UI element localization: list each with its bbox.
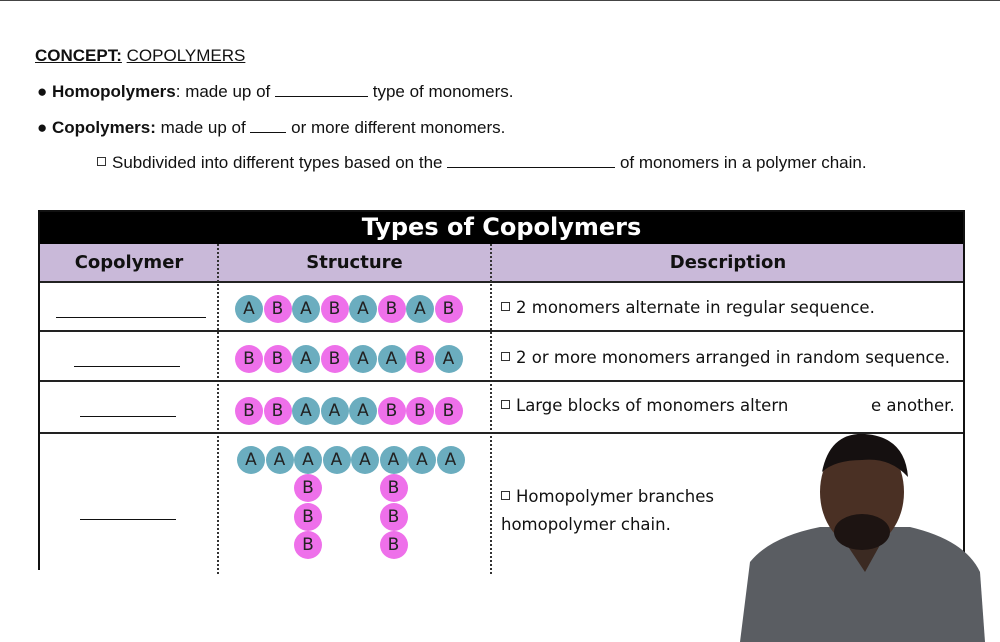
monomer-b: B <box>377 397 406 425</box>
column-divider <box>217 244 219 574</box>
concept-label: CONCEPT: <box>35 46 122 65</box>
monomer-b: B <box>320 295 349 323</box>
term: Copolymers: <box>52 118 156 137</box>
table-title: Types of Copolymers <box>40 212 963 244</box>
monomer-b: B <box>377 295 406 323</box>
square-bullet-icon <box>501 302 510 311</box>
presenter-video <box>740 433 985 642</box>
monomer-b: B <box>406 345 434 373</box>
row-divider <box>40 380 963 382</box>
fill-blank <box>250 118 287 133</box>
monomer-b: B <box>235 345 263 373</box>
monomer-a: A <box>349 345 377 373</box>
concept-heading: CONCEPT: COPOLYMERS <box>35 46 245 66</box>
monomer-a: A <box>265 446 294 474</box>
monomer-a: A <box>349 295 377 323</box>
monomer-a: A <box>351 446 379 474</box>
text: of monomers in a polymer chain. <box>619 153 867 172</box>
row-divider <box>40 330 963 332</box>
square-bullet-icon <box>97 157 106 166</box>
description-text: homopolymer chain. <box>501 515 671 534</box>
monomer-a: A <box>349 397 377 425</box>
answer-blank <box>80 402 176 417</box>
monomer-b: B <box>434 397 463 425</box>
column-divider <box>490 244 492 574</box>
description-block: Large blocks of monomers altern <box>501 396 788 415</box>
header-copolymer: Copolymer <box>74 252 184 273</box>
row-divider <box>40 432 963 434</box>
square-bullet-icon <box>501 400 510 409</box>
description-text: 2 or more monomers arranged in random se… <box>516 348 951 367</box>
bullet-homopolymers: ● Homopolymers: made up of type of monom… <box>37 82 514 101</box>
monomer-b: B <box>294 531 322 559</box>
square-bullet-icon <box>501 352 510 361</box>
monomer-b: B <box>406 397 434 425</box>
monomer-b: B <box>294 502 322 531</box>
monomer-b: B <box>235 397 263 425</box>
text: or more different monomers. <box>291 118 506 137</box>
monomer-b: B <box>320 345 349 373</box>
answer-blank <box>56 303 206 318</box>
description-text: Homopolymer branches <box>516 487 714 506</box>
monomer-b: B <box>263 295 292 323</box>
monomer-b: B <box>379 531 408 559</box>
monomer-b: B <box>263 345 292 373</box>
monomer-a: A <box>436 446 465 474</box>
sub-bullet: Subdivided into different types based on… <box>97 153 867 173</box>
text: made up of <box>155 118 246 137</box>
concept-topic: COPOLYMERS <box>126 46 246 65</box>
description-text: 2 monomers alternate in regular sequence… <box>516 298 875 317</box>
monomer-a: A <box>434 345 463 373</box>
fill-blank <box>447 153 616 168</box>
term: Homopolymers <box>52 82 176 101</box>
monomer-a: A <box>292 295 320 323</box>
answer-blank <box>74 352 180 367</box>
description-graft: Homopolymer branches <box>501 487 714 506</box>
monomer-b: B <box>294 474 322 502</box>
description-text: Large blocks of monomers altern <box>516 396 789 415</box>
answer-blank <box>80 505 176 520</box>
monomer-a: A <box>292 345 320 373</box>
text: Subdivided into different types based on… <box>112 153 443 172</box>
top-border <box>0 0 1000 1</box>
monomer-b: B <box>379 474 408 502</box>
header-description: Description <box>669 252 787 273</box>
monomer-a: A <box>235 295 263 323</box>
monomer-a: A <box>322 446 351 474</box>
monomer-a: A <box>408 446 436 474</box>
monomer-a: A <box>379 446 408 474</box>
text: type of monomers. <box>372 82 514 101</box>
monomer-a: A <box>292 397 320 425</box>
fill-blank <box>275 82 368 97</box>
square-bullet-icon <box>501 491 510 500</box>
monomer-a: A <box>406 295 434 323</box>
monomer-b: B <box>263 397 292 425</box>
monomer-a: A <box>237 446 265 474</box>
table-header: Copolymer Structure Description <box>40 244 963 283</box>
description-alternating: 2 monomers alternate in regular sequence… <box>501 298 875 317</box>
text: : made up of <box>175 82 271 101</box>
bullet-copolymers: ● Copolymers: made up of or more differe… <box>37 118 506 137</box>
copolymer-table: Types of Copolymers Copolymer Structure … <box>38 210 965 574</box>
header-structure: Structure <box>306 252 403 273</box>
description-text-right: e another. <box>871 396 955 415</box>
monomer-a: A <box>320 397 349 425</box>
monomer-a: A <box>377 345 406 373</box>
monomer-b: B <box>434 295 463 323</box>
monomer-a: A <box>294 446 322 474</box>
monomer-b: B <box>379 502 408 531</box>
description-random: 2 or more monomers arranged in random se… <box>501 348 950 367</box>
